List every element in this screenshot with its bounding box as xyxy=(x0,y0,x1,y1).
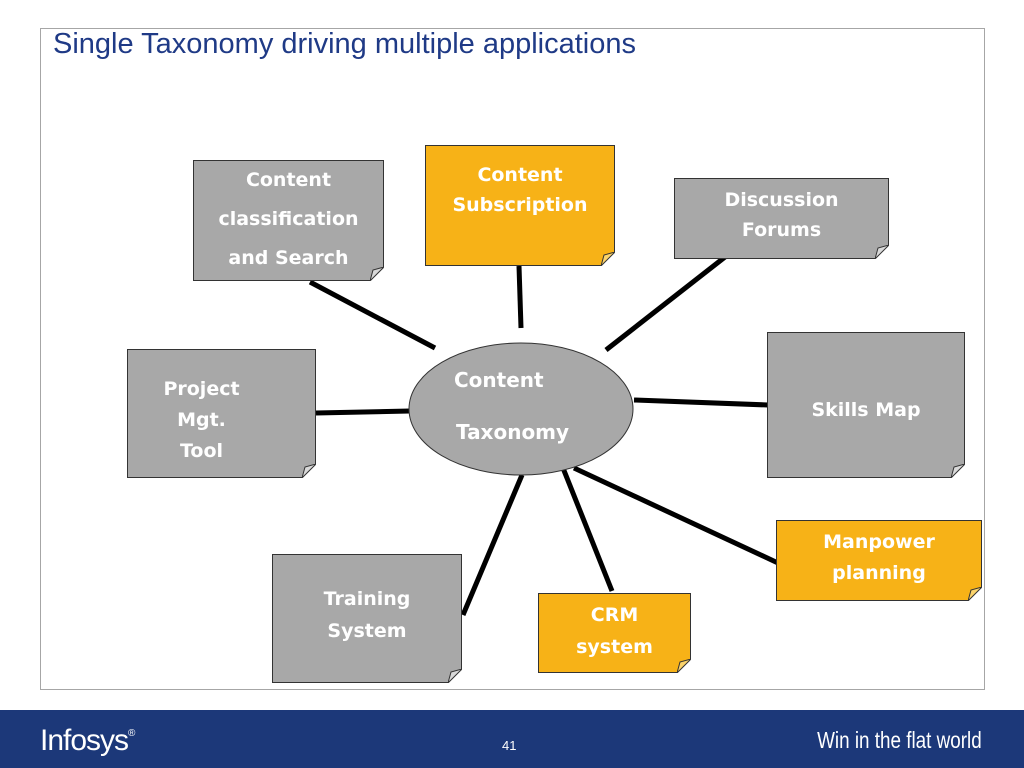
node-label: CRM system xyxy=(576,604,653,658)
page-curl-icon xyxy=(302,464,316,478)
page-curl-icon xyxy=(677,659,691,673)
node-label: Content Subscription xyxy=(452,164,588,216)
diagram-connectors xyxy=(308,255,780,616)
node-content-classification: Content classification and Search xyxy=(193,160,384,281)
page-curl-icon xyxy=(951,464,965,478)
page-curl-icon xyxy=(448,669,462,683)
node-label: Project Mgt. Tool xyxy=(163,378,240,462)
infosys-logo: Infosys® xyxy=(40,724,135,758)
node-manpower-planning: Manpower planning xyxy=(776,520,982,601)
connector-crm-system xyxy=(560,467,615,592)
connector-manpower-planning xyxy=(572,465,780,566)
node-skills-map: Skills Map xyxy=(767,332,965,478)
node-label: Discussion Forums xyxy=(724,189,839,241)
node-label: Training System xyxy=(323,588,411,642)
connector-training-system xyxy=(460,474,525,616)
node-project-mgt-tool: Project Mgt. Tool xyxy=(127,349,316,478)
page-curl-icon xyxy=(968,587,982,601)
node-label: Skills Map xyxy=(811,399,921,421)
connector-discussion-forums xyxy=(604,255,727,352)
page-number: 41 xyxy=(502,738,517,753)
page-curl-icon xyxy=(601,252,615,266)
footer-bar: Infosys® 41 Win in the flat world xyxy=(0,710,1024,768)
connector-project-mgt-tool xyxy=(315,408,411,416)
connector-skills-map xyxy=(633,397,769,408)
node-training-system: Training System xyxy=(272,554,462,683)
hub-label-line1: Content xyxy=(454,368,544,392)
logo-text: Infosys xyxy=(40,724,129,757)
connector-content-subscription xyxy=(516,265,524,329)
hub-ellipse xyxy=(408,342,634,476)
connector-content-classification xyxy=(308,279,437,351)
slide-title: Single Taxonomy driving multiple applica… xyxy=(53,28,637,60)
hub-label-line2: Taxonomy xyxy=(456,420,570,444)
slide-frame xyxy=(40,28,985,690)
registered-mark: ® xyxy=(128,728,135,739)
tagline: Win in the flat world xyxy=(817,727,982,753)
page-curl-icon xyxy=(875,245,889,259)
page-curl-icon xyxy=(370,267,384,281)
node-discussion-forums: Discussion Forums xyxy=(674,178,889,259)
node-content-subscription: Content Subscription xyxy=(425,145,615,266)
node-crm-system: CRM system xyxy=(538,593,691,673)
node-label: Manpower planning xyxy=(823,531,935,584)
node-label: Content classification and Search xyxy=(218,169,359,269)
